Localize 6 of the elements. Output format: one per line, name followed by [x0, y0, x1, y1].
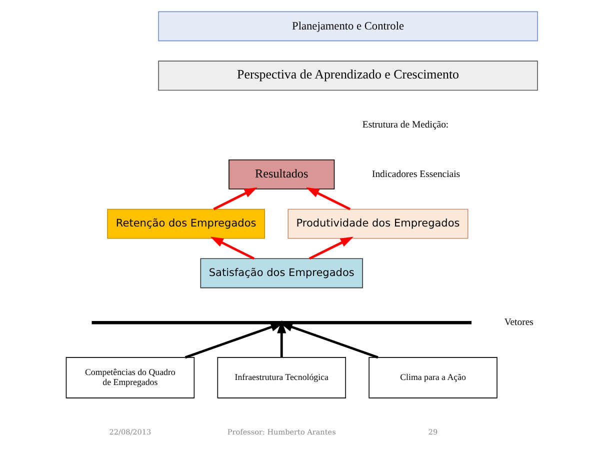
label: Indicadores Essenciais — [372, 168, 460, 180]
label: 29 — [428, 428, 438, 437]
label: Vetores — [504, 317, 534, 328]
label: 22/08/2013 — [109, 428, 152, 437]
label: Estrutura de Medição: — [362, 120, 449, 131]
label: Professor: Humberto Arantes — [227, 428, 336, 437]
